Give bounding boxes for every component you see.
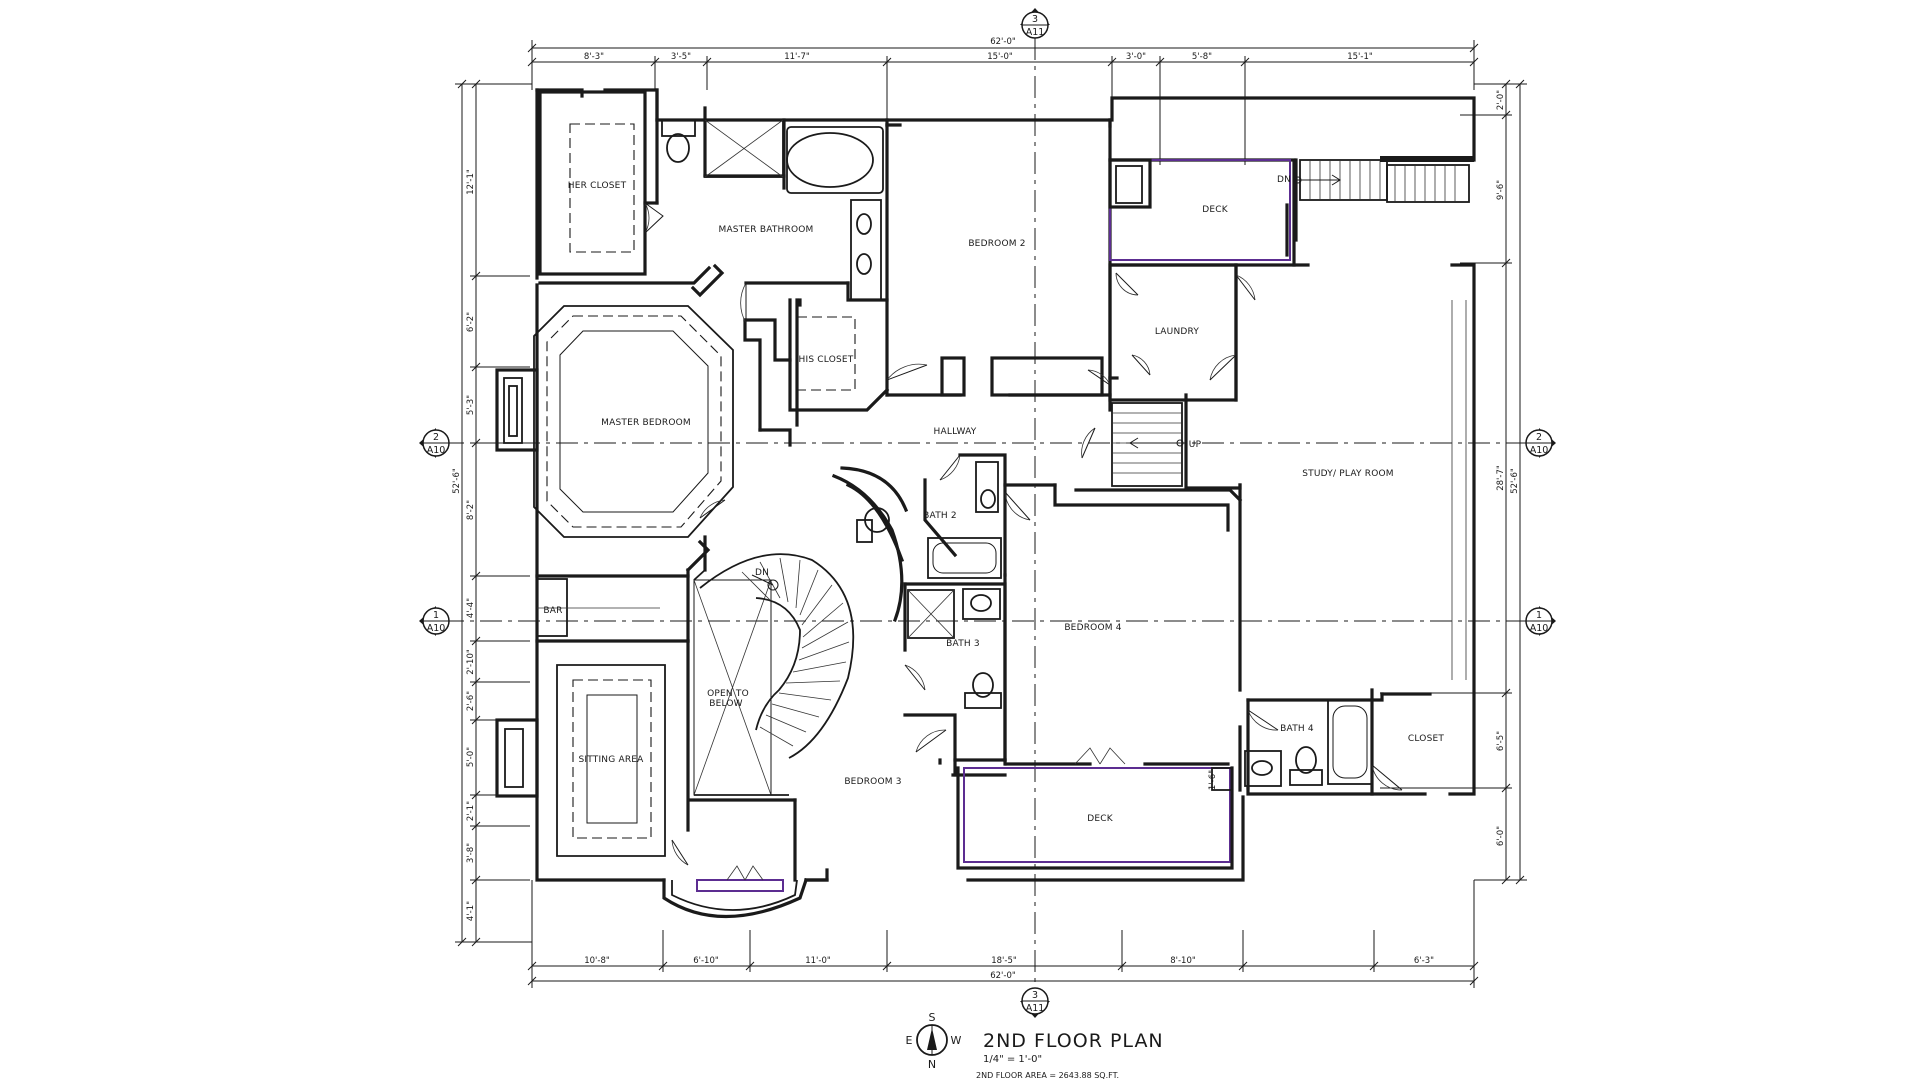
section-marker-right-lower: 1 A10 bbox=[1525, 606, 1556, 636]
marker-top-num: 3 bbox=[1032, 14, 1038, 25]
label-bedroom-3: BEDROOM 3 bbox=[844, 777, 901, 787]
label-master-bathroom: MASTER BATHROOM bbox=[718, 225, 813, 235]
dim-right-seg-4: 6'-5" bbox=[1496, 731, 1506, 751]
dim-left-seg-1: 12'-1" bbox=[466, 169, 476, 195]
dim-right-overall: 52'-6" bbox=[1510, 468, 1520, 494]
dim-bottom-seg-6: 6'-3" bbox=[1414, 956, 1434, 966]
dim-top-seg-5: 3'-0" bbox=[1126, 52, 1146, 62]
dim-bottom-seg-2: 6'-10" bbox=[693, 956, 719, 966]
label-closet: CLOSET bbox=[1408, 734, 1444, 744]
floor-area: 2ND FLOOR AREA = 2643.88 SQ.FT. bbox=[976, 1071, 1119, 1080]
label-her-closet: HER CLOSET bbox=[568, 181, 627, 191]
compass-n: N bbox=[928, 1058, 936, 1071]
dim-top-overall: 62'-0" bbox=[990, 37, 1016, 47]
dim-left-seg-11: 4'-1" bbox=[466, 901, 476, 921]
label-deck-top: DECK bbox=[1202, 205, 1229, 215]
dim-bottom-overall: 62'-0" bbox=[990, 971, 1016, 981]
label-open-to: OPEN TO bbox=[707, 689, 749, 699]
section-lines bbox=[442, 38, 1530, 995]
compass-w: W bbox=[951, 1034, 962, 1047]
marker-top-sheet: A11 bbox=[1026, 27, 1045, 38]
marker-right-lower-num: 1 bbox=[1536, 610, 1542, 621]
label-bath-4: BATH 4 bbox=[1280, 724, 1314, 734]
dim-top-seg-1: 8'-3" bbox=[584, 52, 604, 62]
dim-left-seg-3: 5'-3" bbox=[466, 395, 476, 415]
dim-top-seg-2: 3'-5" bbox=[671, 52, 691, 62]
dim-left-seg-10: 3'-8" bbox=[466, 843, 476, 863]
label-stair-dn-top: DN bbox=[1277, 175, 1291, 185]
compass-e: E bbox=[906, 1034, 913, 1047]
dim-top-seg-7: 15'-1" bbox=[1347, 52, 1373, 62]
dim-left-seg-8: 5'-0" bbox=[466, 747, 476, 767]
dim-bottom-seg-5: 8'-10" bbox=[1170, 956, 1196, 966]
dim-right-seg-3: 28'-7" bbox=[1496, 465, 1506, 491]
marker-left-lower-sheet: A10 bbox=[427, 623, 446, 634]
label-laundry: LAUNDRY bbox=[1155, 327, 1200, 337]
interior-walls bbox=[495, 88, 1474, 918]
label-master-bedroom: MASTER BEDROOM bbox=[601, 418, 691, 428]
label-hallway: HALLWAY bbox=[934, 427, 977, 437]
label-study: STUDY/ PLAY ROOM bbox=[1302, 469, 1393, 479]
label-stair-dn-spiral: DN bbox=[755, 568, 769, 578]
label-deck-bottom: DECK bbox=[1087, 814, 1114, 824]
dim-left-seg-5: 4'-4" bbox=[466, 598, 476, 618]
dim-deck-side: 1'-6" bbox=[1208, 770, 1218, 790]
dim-left-seg-9: 2'-1" bbox=[466, 801, 476, 821]
section-marker-left-lower: 1 A10 bbox=[419, 606, 450, 636]
section-marker-top: 3 A11 bbox=[1020, 8, 1050, 39]
compass-s: S bbox=[929, 1011, 936, 1024]
dim-top-seg-4: 15'-0" bbox=[987, 52, 1013, 62]
label-stair-up: UP bbox=[1189, 440, 1202, 450]
dim-top-seg-6: 5'-8" bbox=[1192, 52, 1212, 62]
marker-left-lower-num: 1 bbox=[433, 610, 439, 621]
dim-left-seg-4: 8'-2" bbox=[466, 500, 476, 520]
marker-bottom-sheet: A11 bbox=[1026, 1003, 1045, 1014]
section-marker-right-upper: 2 A10 bbox=[1525, 428, 1556, 458]
label-bar: BAR bbox=[543, 606, 562, 616]
room-labels: HER CLOSET MASTER BATHROOM BEDROOM 2 DEC… bbox=[543, 175, 1444, 824]
dim-right-seg-2: 9'-6" bbox=[1496, 180, 1506, 200]
dim-bottom-seg-3: 11'-0" bbox=[805, 956, 831, 966]
marker-right-upper-num: 2 bbox=[1536, 432, 1542, 443]
dim-left-overall: 52'-6" bbox=[452, 468, 462, 494]
dim-right-seg-1: 2'-0" bbox=[1496, 90, 1506, 110]
door-swings bbox=[644, 202, 1403, 881]
label-sitting-area: SITTING AREA bbox=[578, 755, 644, 765]
label-bath-3: BATH 3 bbox=[946, 639, 980, 649]
label-bath-2: BATH 2 bbox=[923, 511, 957, 521]
dim-left-seg-6: 2'-10" bbox=[466, 649, 476, 675]
dim-left-seg-2: 6'-2" bbox=[466, 312, 476, 332]
label-bedroom-2: BEDROOM 2 bbox=[968, 239, 1025, 249]
marker-left-upper-sheet: A10 bbox=[427, 445, 446, 456]
label-below: BELOW bbox=[709, 699, 743, 709]
marker-left-upper-num: 2 bbox=[433, 432, 439, 443]
plan-title: 2ND FLOOR PLAN bbox=[983, 1030, 1164, 1052]
dimension-lines: 62'-0" 8'-3" 3'-5" 11'-7" 15'-0" 3'-0" 5… bbox=[452, 37, 1527, 988]
label-his-closet: HIS CLOSET bbox=[799, 355, 854, 365]
marker-right-upper-sheet: A10 bbox=[1530, 445, 1549, 456]
marker-bottom-num: 3 bbox=[1032, 990, 1038, 1001]
section-marker-left-upper: 2 A10 bbox=[419, 428, 450, 458]
dim-bottom-seg-4: 18'-5" bbox=[991, 956, 1017, 966]
marker-right-lower-sheet: A10 bbox=[1530, 623, 1549, 634]
compass-icon: S E W N bbox=[906, 1011, 962, 1071]
dim-bottom-seg-1: 10'-8" bbox=[584, 956, 610, 966]
dim-right-seg-5: 6'-0" bbox=[1496, 826, 1506, 846]
label-bedroom-4: BEDROOM 4 bbox=[1064, 623, 1121, 633]
dim-left-seg-7: 2'-6" bbox=[466, 691, 476, 711]
section-marker-bottom: 3 A11 bbox=[1020, 987, 1050, 1018]
plan-scale: 1/4" = 1'-0" bbox=[983, 1054, 1042, 1065]
dim-top-seg-3: 11'-7" bbox=[784, 52, 810, 62]
